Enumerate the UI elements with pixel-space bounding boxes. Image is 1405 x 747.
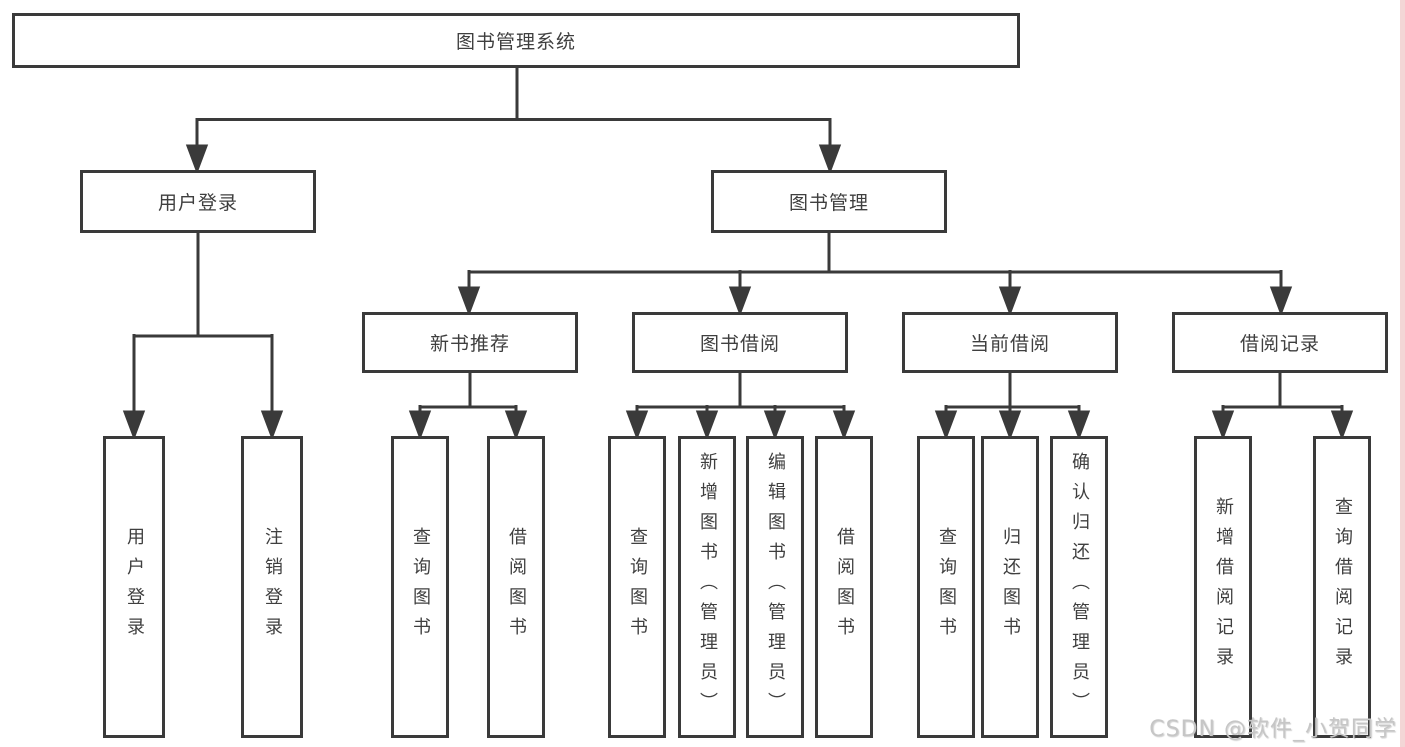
node-book-borrowing: 图书借阅 xyxy=(632,312,848,373)
leaf-records-add-borrow-record: 新增借阅记录 xyxy=(1194,436,1252,738)
leaf-borrowing-borrow-books: 借阅图书 xyxy=(815,436,873,738)
watermark: CSDN @软件_小贺同学 xyxy=(1149,717,1397,742)
leaf-records-query-borrow-record: 查询借阅记录 xyxy=(1313,436,1371,738)
leaf-borrowing-edit-books-admin: 编辑图书（管理员） xyxy=(746,436,804,738)
node-user-login: 用户登录 xyxy=(80,170,316,233)
node-new-book-recommend: 新书推荐 xyxy=(362,312,578,373)
leaf-current-return-books: 归还图书 xyxy=(981,436,1039,738)
right-edge-strip xyxy=(1400,0,1405,747)
leaf-recommend-query-books: 查询图书 xyxy=(391,436,449,738)
leaf-borrowing-query-books: 查询图书 xyxy=(608,436,666,738)
leaf-recommend-borrow-books: 借阅图书 xyxy=(487,436,545,738)
node-current-borrowing: 当前借阅 xyxy=(902,312,1118,373)
node-borrowing-records: 借阅记录 xyxy=(1172,312,1388,373)
leaf-current-query-books: 查询图书 xyxy=(917,436,975,738)
node-book-management: 图书管理 xyxy=(711,170,947,233)
leaf-logout: 注销登录 xyxy=(241,436,303,738)
leaf-borrowing-add-books-admin: 新增图书（管理员） xyxy=(678,436,736,738)
leaf-user-login: 用户登录 xyxy=(103,436,165,738)
node-library-management-system: 图书管理系统 xyxy=(12,13,1020,68)
leaf-current-confirm-return-admin: 确认归还（管理员） xyxy=(1050,436,1108,738)
